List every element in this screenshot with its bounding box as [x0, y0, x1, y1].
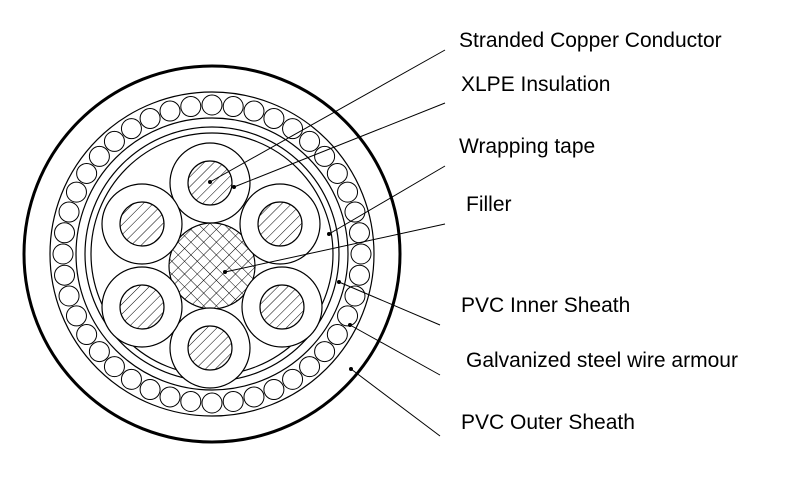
leader-tape: [328, 165, 446, 235]
armour-wire: [76, 162, 98, 184]
leader-conductor: [209, 49, 446, 183]
armour-wire: [326, 162, 348, 184]
armour-wire: [263, 379, 285, 401]
armour-wire: [350, 243, 372, 265]
leader-filler: [224, 223, 446, 273]
copper-conductor: [257, 201, 303, 247]
core: [239, 183, 321, 265]
armour-wire: [103, 356, 125, 378]
leader-lines: [209, 49, 446, 437]
label-conductor: Stranded Copper Conductor: [459, 29, 722, 52]
label-inner-sheath: PVC Inner Sheath: [461, 294, 631, 317]
armour-wire: [120, 118, 142, 140]
armour-wire: [243, 100, 265, 122]
armour-wire: [180, 96, 202, 118]
armour-wire: [299, 130, 321, 152]
label-outer-sheath: PVC Outer Sheath: [461, 411, 635, 434]
core: [101, 183, 183, 265]
armour-wire: [54, 222, 76, 244]
armour-wire: [52, 243, 74, 265]
armour-wire: [159, 386, 181, 408]
armour-wire: [88, 341, 110, 363]
armour-wire: [282, 118, 304, 140]
core: [169, 307, 251, 389]
armour-wire: [314, 145, 336, 167]
armour-wire: [58, 201, 80, 223]
leader-armour: [349, 324, 441, 376]
armour-wire: [348, 264, 370, 286]
copper-conductor: [187, 325, 233, 371]
armour-wire: [243, 386, 265, 408]
armour-outer-boundary: [49, 91, 375, 417]
armour-wire: [103, 130, 125, 152]
armour-wire: [159, 100, 181, 122]
armour-wire: [348, 222, 370, 244]
armour-wire: [65, 305, 87, 327]
leader-insulation: [233, 102, 446, 188]
leader-outer-sheath: [350, 368, 441, 437]
leader-inner-sheath: [338, 281, 441, 326]
armour-wire: [263, 107, 285, 129]
armour-wire: [222, 390, 244, 412]
armour-wire: [76, 324, 98, 346]
armour-wire: [326, 324, 348, 346]
armour-wire: [299, 356, 321, 378]
armour-wire: [344, 201, 366, 223]
label-filler: Filler: [466, 193, 512, 216]
armour-wire: [222, 96, 244, 118]
core: [241, 266, 323, 348]
armour-wire: [180, 390, 202, 412]
label-wrapping-tape: Wrapping tape: [459, 135, 596, 158]
armour-wire: [201, 392, 223, 414]
armour-wire: [139, 107, 161, 129]
armour-wire: [282, 368, 304, 390]
armour-wire: [139, 379, 161, 401]
armour-wire: [337, 181, 359, 203]
armour-wire: [88, 145, 110, 167]
armour-wire: [201, 94, 223, 116]
armour-wire: [54, 264, 76, 286]
label-insulation: XLPE Insulation: [461, 73, 611, 96]
copper-conductor: [119, 284, 165, 330]
leader-dots: [208, 180, 353, 371]
armour-wire: [58, 285, 80, 307]
armour-wire: [314, 341, 336, 363]
copper-conductor: [119, 201, 165, 247]
label-armour: Galvanized steel wire armour: [466, 349, 738, 372]
armour-wire: [337, 305, 359, 327]
copper-conductor: [259, 284, 305, 330]
armour-wire: [65, 181, 87, 203]
armour-inner-boundary: [75, 117, 349, 391]
armour-wire: [120, 368, 142, 390]
core: [101, 266, 183, 348]
